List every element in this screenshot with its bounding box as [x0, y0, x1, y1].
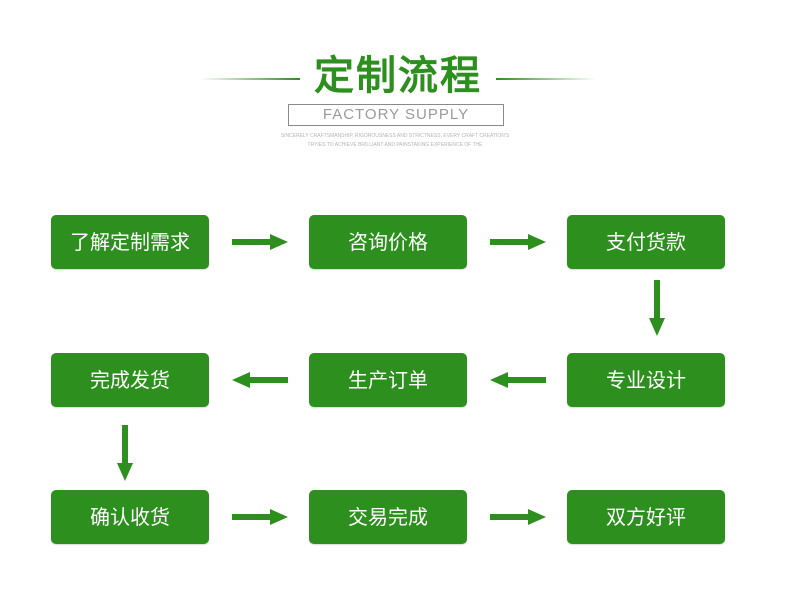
step-transaction-complete: 交易完成: [309, 490, 467, 544]
arrow-down-icon: [649, 280, 665, 336]
arrow-left-icon: [232, 372, 288, 388]
step-confirm-receipt: 确认收货: [51, 490, 209, 544]
arrow-left-icon: [490, 372, 546, 388]
step-inquire-price: 咨询价格: [309, 215, 467, 269]
step-ship: 完成发货: [51, 353, 209, 407]
arrow-right-icon: [232, 234, 288, 250]
step-production-order: 生产订单: [309, 353, 467, 407]
subtitle-box: FACTORY SUPPLY: [288, 104, 504, 126]
header: 定制流程 FACTORY SUPPLY SINCERELY CRAFTSMANS…: [0, 0, 790, 160]
arrow-right-icon: [490, 509, 546, 525]
arrow-right-icon: [232, 509, 288, 525]
arrow-down-icon: [117, 425, 133, 481]
tagline-line-1: SINCERELY CRAFTSMANSHIP, RIGOROUSNESS AN…: [280, 133, 510, 139]
step-mutual-review: 双方好评: [567, 490, 725, 544]
tagline-line-2: TRYIES TO ACHIEVE BRILLIANT AND PAINSTAK…: [307, 142, 483, 148]
title-right-rule: [496, 78, 596, 80]
arrow-right-icon: [490, 234, 546, 250]
step-pay: 支付货款: [567, 215, 725, 269]
step-understand-needs: 了解定制需求: [51, 215, 209, 269]
page-title: 定制流程: [314, 53, 482, 99]
title-left-rule: [200, 78, 300, 80]
step-design: 专业设计: [567, 353, 725, 407]
